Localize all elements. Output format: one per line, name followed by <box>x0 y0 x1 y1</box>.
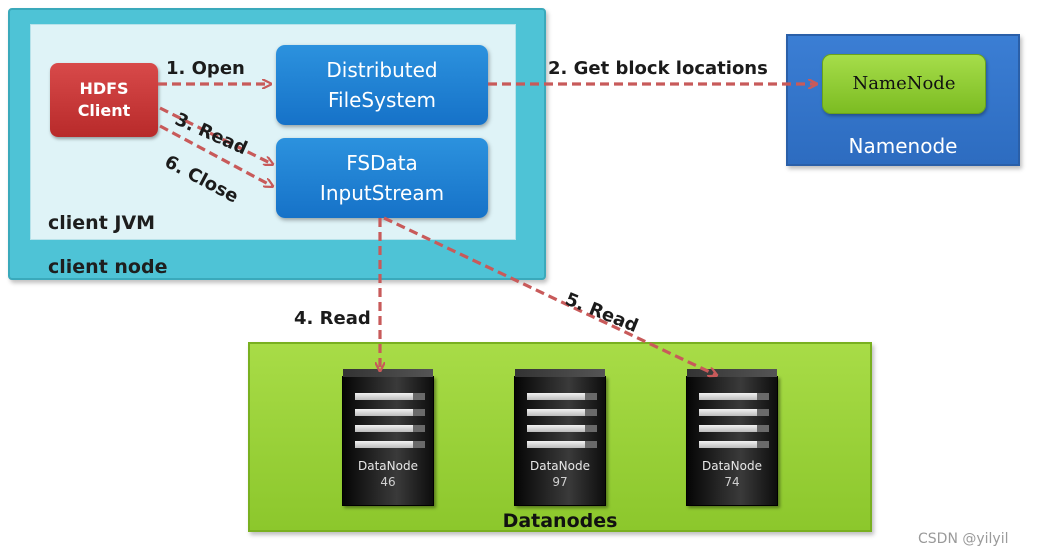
arrow-read-3 <box>159 106 272 164</box>
hdfs-client-line1: HDFS <box>79 79 129 98</box>
datanode-number: 97 <box>552 475 568 489</box>
datanode-label: DataNode <box>530 459 590 473</box>
distributed-filesystem-line2: FileSystem <box>327 88 437 112</box>
datanode-number: 46 <box>380 475 396 489</box>
client-node-label: client node <box>48 256 168 278</box>
watermark: CSDN @yilyil <box>918 531 1009 547</box>
label-read-4: 4. Read <box>294 308 371 329</box>
distributed-filesystem-line1: Distributed <box>326 58 438 82</box>
datanode-server-3: DataNode 74 <box>686 369 778 506</box>
arrow-close <box>159 124 272 186</box>
datanode-server-1: DataNode 46 <box>342 369 434 506</box>
distributed-filesystem-box: Distributed FileSystem <box>276 45 488 125</box>
datanodes-label: Datanodes <box>502 510 618 532</box>
arrow-read-5 <box>383 216 716 375</box>
hdfs-client-line2: Client <box>77 101 131 120</box>
fsdata-inputstream-line1: FSData <box>346 151 418 175</box>
fsdata-inputstream-line2: InputStream <box>319 181 445 205</box>
namenode-label: Namenode <box>848 134 958 158</box>
client-jvm-label: client JVM <box>48 212 156 234</box>
datanode-label: DataNode <box>702 459 762 473</box>
label-get-block-locations: 2. Get block locations <box>548 58 768 79</box>
namenode-inner-box: NameNode <box>822 54 986 114</box>
datanode-server-2: DataNode 97 <box>514 369 606 506</box>
label-open: 1. Open <box>166 58 245 79</box>
fsdata-inputstream-box: FSData InputStream <box>276 138 488 218</box>
datanode-label: DataNode <box>358 459 418 473</box>
datanode-number: 74 <box>724 475 740 489</box>
hdfs-client-box: HDFS Client <box>50 63 158 137</box>
